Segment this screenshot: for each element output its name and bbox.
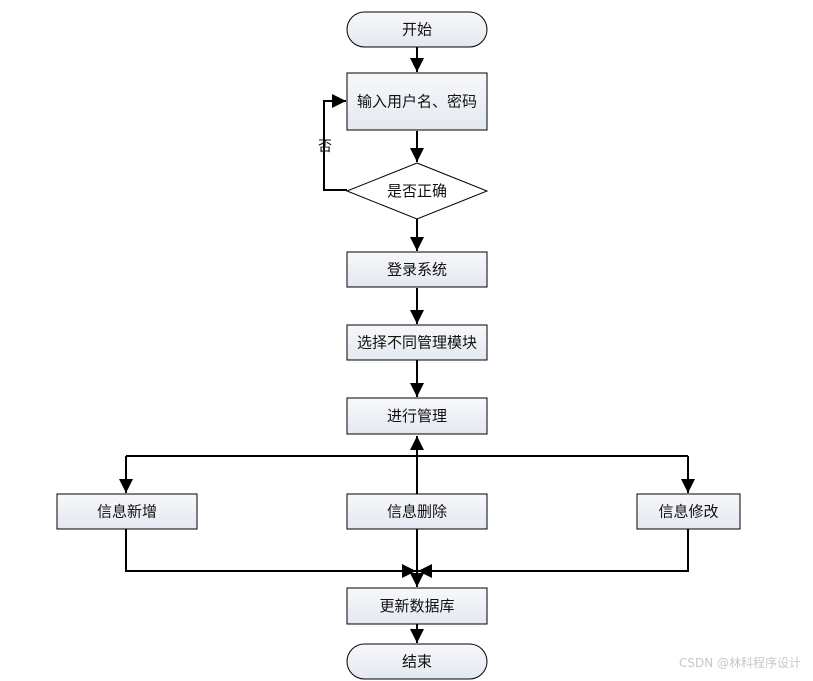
watermark: CSDN @林科程序设计: [678, 656, 801, 670]
node-end: 结束: [346, 643, 488, 680]
node-select: 选择不同管理模块: [346, 324, 488, 361]
node-delete-label: 信息删除: [387, 503, 447, 521]
node-modify: 信息修改: [636, 493, 741, 530]
node-add-label: 信息新增: [97, 503, 157, 521]
edge-check-no-loop: [323, 94, 347, 191]
node-add: 信息新增: [56, 493, 198, 530]
node-login-label: 登录系统: [387, 261, 447, 279]
node-login: 登录系统: [346, 251, 488, 288]
edge-add-update: [125, 529, 416, 578]
node-update: 更新数据库: [346, 587, 488, 625]
node-delete: 信息删除: [346, 493, 488, 530]
edge-modify-update: [418, 529, 689, 578]
edge-label-no: 否: [318, 139, 332, 155]
node-check: 是否正确: [345, 162, 489, 220]
node-end-label: 结束: [402, 653, 432, 671]
node-manage: 进行管理: [346, 397, 488, 435]
node-modify-label: 信息修改: [658, 503, 718, 521]
node-input: 输入用户名、密码: [346, 72, 488, 131]
node-check-label: 是否正确: [387, 182, 447, 200]
node-start: 开始: [346, 11, 488, 48]
node-start-label: 开始: [402, 21, 432, 39]
edges: [119, 47, 695, 643]
node-select-label: 选择不同管理模块: [357, 334, 477, 352]
node-update-label: 更新数据库: [379, 597, 454, 615]
node-input-label: 输入用户名、密码: [357, 93, 477, 111]
node-manage-label: 进行管理: [387, 407, 447, 425]
